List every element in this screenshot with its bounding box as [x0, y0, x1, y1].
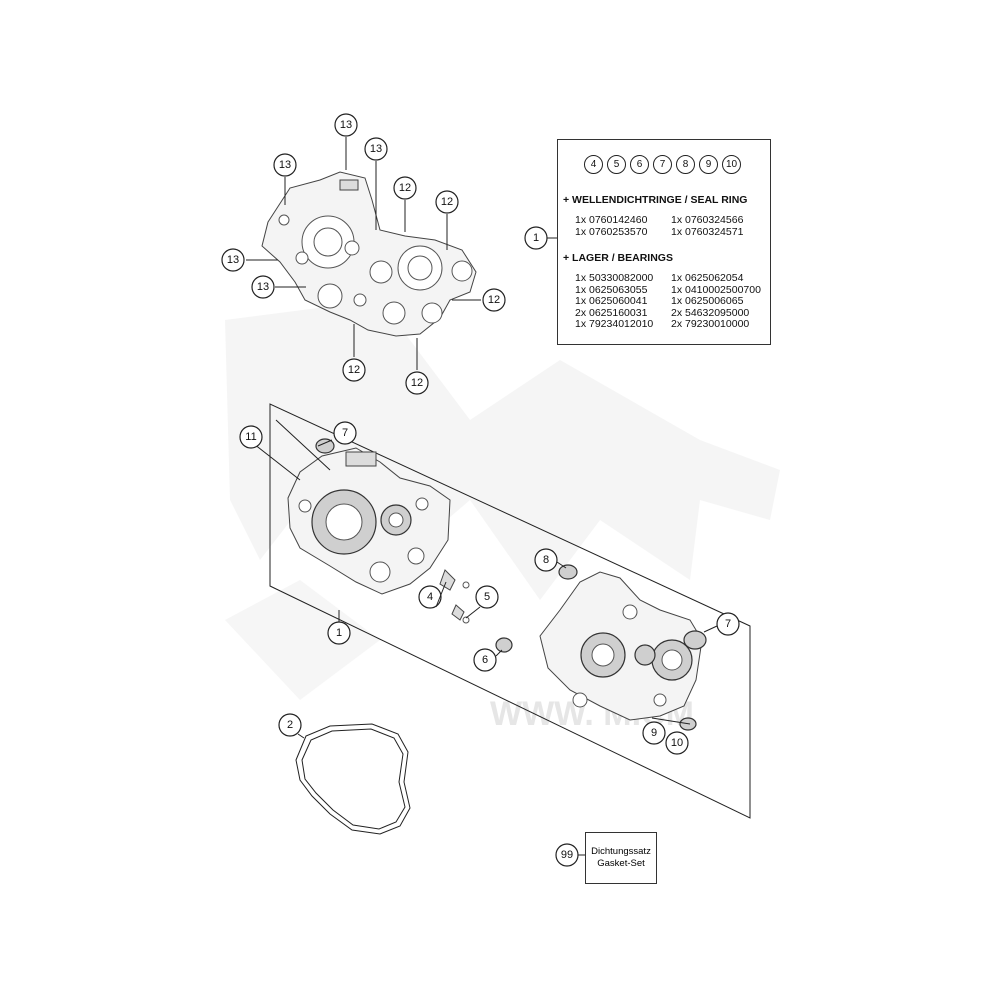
seal-ring-list: 1x 0760142460 1x 0760324566 1x 076025357… — [575, 214, 781, 238]
bearing-item: 2x 79230010000 — [671, 318, 750, 330]
svg-text:11: 11 — [245, 431, 256, 443]
svg-text:1: 1 — [336, 627, 342, 639]
callout-12d[interactable]: 12 — [342, 358, 366, 382]
svg-text:8: 8 — [543, 554, 549, 566]
parts-info-box: 4 5 6 7 8 9 10 + WELLENDICHTRINGE / SEAL… — [557, 139, 771, 345]
item-number[interactable]: 9 — [699, 155, 718, 174]
callout-7-right[interactable]: 7 — [716, 612, 740, 636]
callout-8[interactable]: 8 — [534, 548, 558, 572]
callout-13b[interactable]: 13 — [273, 153, 297, 177]
svg-text:12: 12 — [411, 377, 423, 389]
gasket-set-line-en: Gasket-Set — [597, 858, 645, 869]
seal-ring-item: 1x 0760253570 — [575, 225, 648, 238]
item-number[interactable]: 7 — [653, 155, 672, 174]
item-number[interactable]: 4 — [584, 155, 603, 174]
left-crankcase-half — [244, 419, 451, 595]
item-number-list: 4 5 6 7 8 9 10 — [584, 155, 741, 174]
svg-text:99: 99 — [561, 849, 573, 861]
bearing-item: 1x 0410002500700 — [671, 283, 761, 296]
callout-12c[interactable]: 12 — [482, 288, 506, 312]
item-number[interactable]: 10 — [722, 155, 741, 174]
bearing-item: 1x 50330082000 — [575, 272, 654, 284]
svg-text:9: 9 — [651, 727, 657, 739]
small-parts-4-5 — [439, 569, 470, 624]
callout-99[interactable]: 99 — [555, 843, 579, 867]
svg-text:12: 12 — [488, 294, 500, 306]
callout-5[interactable]: 5 — [475, 585, 499, 609]
svg-text:7: 7 — [725, 618, 731, 630]
seal-ring-item: 1x 0760142460 — [575, 214, 648, 226]
bearing-item: 1x 0625063055 — [575, 283, 648, 296]
callout-12b[interactable]: 12 — [435, 190, 459, 214]
bearings-header: + LAGER / BEARINGS — [563, 252, 673, 264]
svg-text:13: 13 — [227, 254, 239, 266]
svg-text:4: 4 — [427, 591, 433, 603]
crankcase-half-top-view — [261, 171, 477, 337]
bearing-item: 2x 54632095000 — [671, 306, 750, 319]
svg-text:13: 13 — [257, 281, 269, 293]
gasket-set-label: Dichtungssatz Gasket-Set — [585, 832, 657, 884]
seal-ring-header: + WELLENDICHTRINGE / SEAL RING — [563, 194, 748, 206]
item-number[interactable]: 6 — [630, 155, 649, 174]
bearing-item: 1x 0625006065 — [671, 295, 744, 307]
svg-text:12: 12 — [399, 182, 411, 194]
bearing-item: 2x 0625160031 — [575, 306, 648, 319]
crankcase-gasket — [295, 723, 411, 835]
seal-ring-item: 1x 0760324566 — [671, 214, 744, 226]
callout-13d[interactable]: 13 — [221, 248, 245, 272]
callout-4[interactable]: 4 — [418, 585, 442, 609]
svg-text:12: 12 — [348, 364, 360, 376]
callout-13a[interactable]: 13 — [334, 113, 358, 137]
svg-text:13: 13 — [279, 159, 291, 171]
item-number[interactable]: 8 — [676, 155, 695, 174]
svg-text:6: 6 — [482, 654, 488, 666]
callout-6[interactable]: 6 — [473, 648, 497, 672]
callout-11[interactable]: 11 — [239, 425, 263, 449]
callout-1-box[interactable]: 1 — [524, 226, 548, 250]
leaders-top — [246, 137, 481, 370]
seal-ring-item: 1x 0760324571 — [671, 225, 744, 238]
right-crankcase-half — [495, 564, 707, 731]
gasket-set-box[interactable]: Dichtungssatz Gasket-Set — [585, 832, 657, 884]
bearing-item: 1x 0625060041 — [575, 295, 648, 307]
item-number[interactable]: 5 — [607, 155, 626, 174]
leaders-bottom — [297, 439, 718, 856]
svg-text:7: 7 — [342, 427, 348, 439]
callout-13c[interactable]: 13 — [364, 137, 388, 161]
svg-text:10: 10 — [671, 737, 683, 749]
bearing-item: 1x 0625062054 — [671, 272, 744, 284]
callout-12e[interactable]: 12 — [405, 371, 429, 395]
svg-text:12: 12 — [441, 196, 453, 208]
callout-2[interactable]: 2 — [278, 713, 302, 737]
callout-1-main[interactable]: 1 — [327, 621, 351, 645]
callout-10[interactable]: 10 — [665, 731, 689, 755]
svg-text:5: 5 — [484, 591, 490, 603]
callout-12a[interactable]: 12 — [393, 176, 417, 200]
svg-text:13: 13 — [340, 119, 352, 131]
gasket-set-line-de: Dichtungssatz — [591, 846, 651, 857]
svg-text:2: 2 — [287, 719, 293, 731]
callout-7-left[interactable]: 7 — [333, 421, 357, 445]
bearing-item: 1x 79234012010 — [575, 318, 654, 330]
callout-9[interactable]: 9 — [642, 721, 666, 745]
exploded-frame — [269, 403, 751, 819]
svg-text:1: 1 — [533, 232, 539, 244]
callout-13e[interactable]: 13 — [251, 275, 275, 299]
bearings-list: 1x 50330082000 1x 0625062054 1x 06250630… — [575, 272, 781, 331]
svg-text:13: 13 — [370, 143, 382, 155]
